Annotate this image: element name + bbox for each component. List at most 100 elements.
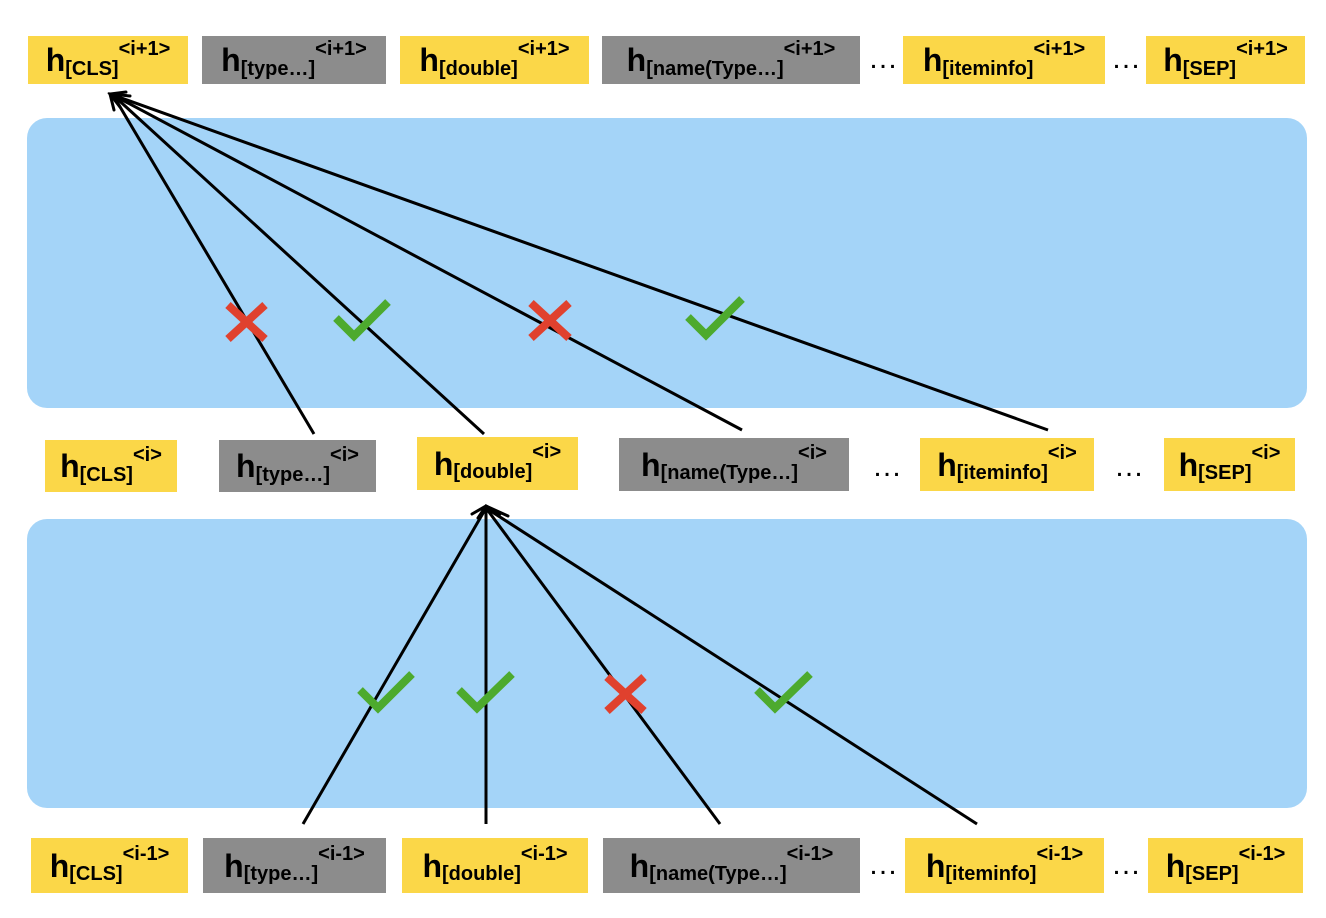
token-superscript: <i+1>	[315, 37, 367, 60]
token-superscript: <i>	[132, 443, 162, 466]
token-subscript: [iteminfo]	[956, 462, 1048, 484]
token-double-middle: h[double]<i>	[417, 437, 578, 490]
token-letter: h	[419, 42, 439, 78]
ellipsis-bottom-2: …	[1111, 848, 1141, 881]
arrowhead-icon	[108, 92, 132, 112]
token-cls-top: h[CLS]<i+1>	[28, 36, 188, 84]
token-superscript: <i>	[1251, 442, 1281, 464]
token-subscript: [SEP]	[1185, 863, 1239, 885]
token-superscript: <i>	[798, 442, 827, 464]
token-subscript: [CLS]	[69, 863, 123, 885]
check-icon	[357, 671, 415, 714]
token-superscript: <i>	[1047, 442, 1077, 464]
token-letter: h	[629, 847, 650, 884]
token-subscript: [double]	[441, 863, 521, 885]
token-letter: h	[1178, 446, 1199, 483]
token-superscript: <i+1>	[118, 37, 171, 60]
token-superscript: <i-1>	[786, 843, 834, 865]
check-icon	[333, 299, 391, 342]
token-letter: h	[937, 446, 957, 483]
arrow-double-to-cls	[111, 93, 486, 436]
ellipsis-top-1: …	[868, 42, 898, 75]
token-subscript: [CLS]	[65, 57, 119, 80]
token-subscript: [type…]	[240, 57, 316, 80]
attention-layer-upper	[27, 118, 1307, 408]
token-subscript: [type…]	[255, 463, 331, 486]
lower-arrows	[301, 506, 978, 826]
check-icon	[456, 671, 515, 714]
token-superscript: <i+1>	[1033, 37, 1086, 60]
token-name-type-top: h[name(Type…]<i+1>	[602, 36, 860, 84]
token-superscript: <i-1>	[122, 843, 170, 865]
token-superscript: <i-1>	[318, 843, 365, 865]
token-subscript: [name(Type…]	[649, 863, 787, 885]
token-superscript: <i-1>	[520, 843, 568, 865]
token-subscript: [CLS]	[79, 463, 133, 486]
token-letter: h	[641, 446, 661, 483]
token-subscript: [iteminfo]	[942, 57, 1034, 80]
cross-icon	[528, 300, 572, 341]
token-subscript: [SEP]	[1182, 57, 1237, 80]
token-name-type-middle: h[name(Type…]<i>	[619, 438, 849, 491]
arrow-type-to-cls	[111, 94, 316, 435]
token-letter: h	[45, 42, 66, 78]
token-superscript: <i>	[532, 441, 562, 463]
token-letter: h	[433, 445, 454, 482]
ellipsis-middle-2: …	[1114, 450, 1144, 483]
token-letter: h	[221, 42, 241, 78]
token-superscript: <i+1>	[783, 37, 836, 60]
arrow-name-type-to-double	[484, 507, 722, 825]
ellipsis-top-2: …	[1111, 42, 1141, 75]
token-subscript: [double]	[438, 57, 518, 80]
token-cls-bottom: h[CLS]<i-1>	[31, 838, 188, 893]
arrow-name-type-to-cls	[112, 93, 743, 432]
check-icon	[685, 296, 745, 341]
token-subscript: [name(Type…]	[646, 57, 784, 80]
token-sep-top: h[SEP]<i+1>	[1146, 36, 1305, 84]
token-letter: h	[422, 847, 442, 884]
token-letter: h	[626, 42, 647, 78]
token-letter: h	[1163, 42, 1183, 78]
check-icon	[754, 671, 813, 714]
token-subscript: [name(Type…]	[660, 462, 799, 484]
token-double-top: h[double]<i+1>	[400, 36, 589, 84]
token-type-bottom: h[type…]<i-1>	[203, 838, 386, 893]
cross-icon	[604, 674, 647, 714]
attention-layer-lower	[27, 519, 1307, 808]
cross-icon	[225, 302, 268, 342]
token-type-middle: h[type…]<i>	[219, 440, 376, 492]
token-letter: h	[224, 847, 244, 884]
token-cls-middle: h[CLS]<i>	[45, 440, 177, 492]
upper-arrows	[111, 93, 1049, 436]
arrowhead-icon	[476, 504, 510, 520]
token-letter: h	[922, 42, 943, 78]
token-subscript: [iteminfo]	[945, 863, 1037, 885]
token-letter: h	[925, 847, 946, 884]
token-letter: h	[60, 448, 80, 484]
token-double-bottom: h[double]<i-1>	[402, 838, 588, 893]
arrow-iteminfo-to-double	[485, 506, 978, 826]
token-letter: h	[49, 847, 70, 884]
arrow-type-to-double	[301, 507, 488, 825]
token-sep-bottom: h[SEP]<i-1>	[1148, 838, 1303, 893]
token-name-type-bottom: h[name(Type…]<i-1>	[603, 838, 860, 893]
token-superscript: <i>	[330, 443, 359, 466]
token-iteminfo-middle: h[iteminfo]<i>	[920, 438, 1094, 491]
ellipsis-middle-1: …	[872, 450, 902, 483]
token-subscript: [type…]	[243, 863, 319, 885]
token-superscript: <i-1>	[1238, 843, 1286, 865]
token-type-top: h[type…]<i+1>	[202, 36, 386, 84]
token-superscript: <i+1>	[517, 37, 570, 60]
token-letter: h	[236, 448, 256, 484]
token-subscript: [SEP]	[1198, 462, 1252, 484]
token-iteminfo-top: h[iteminfo]<i+1>	[903, 36, 1105, 84]
token-superscript: <i-1>	[1036, 843, 1084, 865]
token-iteminfo-bottom: h[iteminfo]<i-1>	[905, 838, 1104, 893]
token-sep-middle: h[SEP]<i>	[1164, 438, 1295, 491]
token-superscript: <i+1>	[1236, 37, 1288, 60]
token-subscript: [double]	[453, 461, 533, 483]
arrowhead-double	[470, 504, 510, 520]
token-letter: h	[1165, 847, 1186, 884]
ellipsis-bottom-1: …	[868, 848, 898, 881]
